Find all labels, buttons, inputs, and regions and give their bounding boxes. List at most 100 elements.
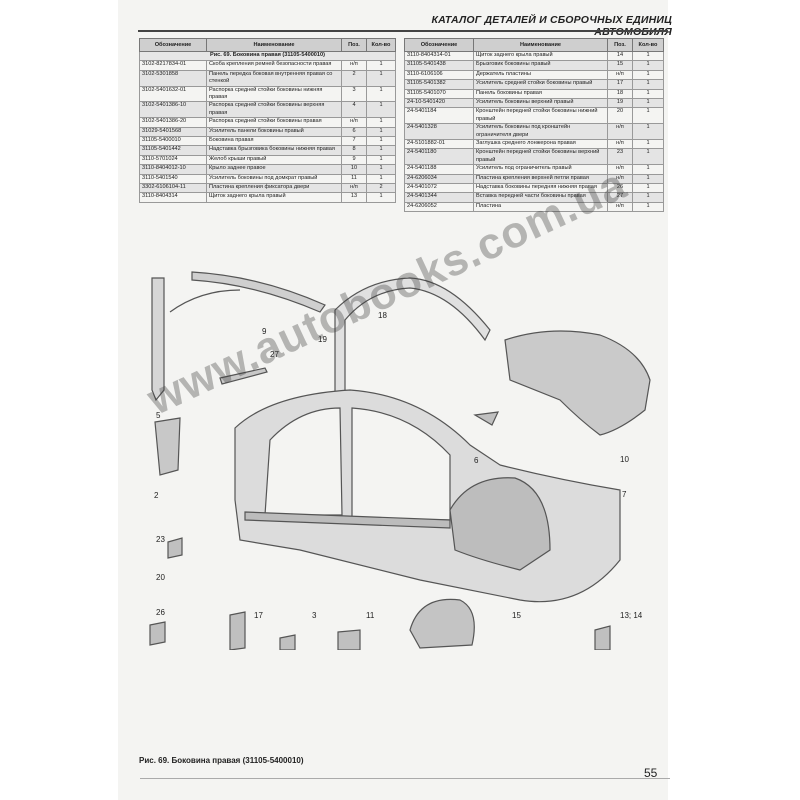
cell-name: Держатель пластины bbox=[473, 69, 608, 81]
table-header-row: Обозначение Наименование Поз. Кол-во bbox=[139, 38, 396, 52]
cell-qty: 1 bbox=[632, 60, 664, 71]
table-header-row: Обозначение Наименование Поз. Кол-во bbox=[404, 38, 664, 52]
cell-pos: 20 bbox=[607, 107, 633, 125]
cell-code: 31105-5401438 bbox=[404, 60, 474, 71]
figure-title-row: Рис. 69. Боковина правая (31105-5400010) bbox=[139, 50, 396, 62]
cell-pos: 8 bbox=[341, 145, 367, 156]
cell-code: 31105-5400010 bbox=[139, 135, 207, 147]
cell-name: Заглушка среднего лонжерона правая bbox=[473, 138, 608, 150]
insert-27 bbox=[219, 367, 268, 385]
bracket-6 bbox=[473, 411, 500, 426]
cell-qty: 1 bbox=[366, 69, 396, 87]
diagram-label: 3 bbox=[312, 611, 317, 620]
cell-code: 24-6206034 bbox=[404, 173, 474, 184]
cell-qty: 2 bbox=[366, 182, 396, 194]
cell-pos: 19 bbox=[607, 97, 633, 109]
diagram-label: 2 bbox=[154, 491, 159, 500]
cell-pos: н/п bbox=[341, 60, 367, 71]
col-header-pos: Поз. bbox=[607, 38, 633, 52]
cell-code: 31029-5401568 bbox=[139, 126, 207, 138]
diagram-label: 23 bbox=[156, 535, 165, 544]
cell-pos: 2 bbox=[341, 69, 367, 87]
cell-pos: 10 bbox=[341, 164, 367, 175]
cell-code: 3102-8217834-01 bbox=[139, 60, 207, 71]
roof-rail-part bbox=[191, 271, 326, 313]
cell-qty: 1 bbox=[632, 88, 664, 99]
cell-name: Щиток заднего крыла правый bbox=[473, 50, 608, 62]
cell-pos: н/п bbox=[607, 123, 633, 140]
cell-pos: 4 bbox=[341, 101, 367, 119]
parts-table-right: Обозначение Наименование Поз. Кол-во 311… bbox=[404, 38, 664, 213]
cell-pos: н/п bbox=[607, 69, 633, 81]
rear-shield-13-14 bbox=[594, 625, 611, 650]
cell-name: Усилитель боковины под домкрат правый bbox=[206, 173, 342, 184]
cell-code: 24-5401344 bbox=[404, 192, 474, 203]
cell-name: Кронштейн передней стойки боковины верхн… bbox=[473, 148, 608, 166]
cell-name: Распорка средней стойки боковины верхняя… bbox=[206, 101, 342, 119]
cell-pos: н/п bbox=[341, 117, 367, 128]
cell-pos: 17 bbox=[607, 79, 633, 90]
cell-name: Распорка средней стойки боковины нижняя … bbox=[206, 85, 342, 103]
cell-code: 31105-5401070 bbox=[404, 88, 474, 99]
page-header-title: КАТАЛОГ ДЕТАЛЕЙ И СБОРОЧНЫХ ЕДИНИЦ АВТОМ… bbox=[431, 14, 672, 38]
cell-qty: 1 bbox=[632, 201, 664, 213]
cell-name: Брызговик боковины правый bbox=[473, 60, 608, 71]
cell-qty: 1 bbox=[632, 97, 664, 109]
cell-code: 24-5101882-01 bbox=[404, 138, 474, 150]
small-bracket-20 bbox=[167, 537, 183, 559]
diagram-label: 27 bbox=[270, 350, 279, 359]
col-header-name: Наименование bbox=[206, 38, 342, 52]
cell-code: 24-10-5401420 bbox=[404, 97, 474, 109]
roof-gutter-part bbox=[169, 289, 241, 313]
diagram-label: 7 bbox=[622, 490, 627, 499]
front-bracket-part bbox=[154, 417, 181, 476]
cell-name: Щиток заднего крыла правый bbox=[206, 192, 342, 203]
cell-pos: 3 bbox=[341, 85, 367, 103]
cell-qty: 1 bbox=[632, 79, 664, 90]
cell-pos: 13 bbox=[341, 192, 367, 203]
upper-side-frame-part bbox=[334, 277, 491, 421]
diagram-label: 15 bbox=[512, 611, 521, 620]
cell-code: 31105-5401442 bbox=[139, 145, 207, 156]
cell-qty: 1 bbox=[632, 123, 664, 140]
sill-part bbox=[244, 511, 451, 529]
col-header-qty: Кол-во bbox=[366, 38, 396, 52]
cell-code: 24-5401072 bbox=[404, 182, 474, 194]
cell-qty: 1 bbox=[366, 126, 396, 138]
diagram-label: 9 bbox=[262, 327, 267, 336]
rear-quarter-panel-part bbox=[504, 330, 651, 436]
car-side-panel-diagram: 5 2 23 20 26 9 27 19 18 6 10 7 17 3 11 1… bbox=[149, 271, 651, 650]
front-pillar-part bbox=[151, 277, 165, 402]
cell-qty: 1 bbox=[366, 117, 396, 128]
page-number: 55 bbox=[644, 766, 658, 780]
cell-qty: 1 bbox=[366, 192, 396, 203]
diagram-label: 6 bbox=[474, 456, 479, 465]
cell-code: 3110-8404314 bbox=[139, 192, 207, 203]
figure-title-cell: Рис. 69. Боковина правая (31105-5400010) bbox=[139, 50, 396, 62]
cell-name: Усилитель боковины под кронштейн огранич… bbox=[473, 123, 608, 140]
cell-code: 24-5401328 bbox=[404, 123, 474, 140]
cell-qty: 1 bbox=[632, 50, 664, 62]
cell-qty: 1 bbox=[366, 135, 396, 147]
diagram-label: 11 bbox=[366, 611, 375, 620]
cell-name: Панель боковины правая bbox=[473, 88, 608, 99]
diagram-label: 17 bbox=[254, 611, 263, 620]
reinforcement-3 bbox=[279, 634, 296, 650]
inner-wheel-arch-part bbox=[409, 598, 475, 649]
header-divider bbox=[138, 30, 668, 32]
cell-pos: н/п bbox=[341, 182, 367, 194]
